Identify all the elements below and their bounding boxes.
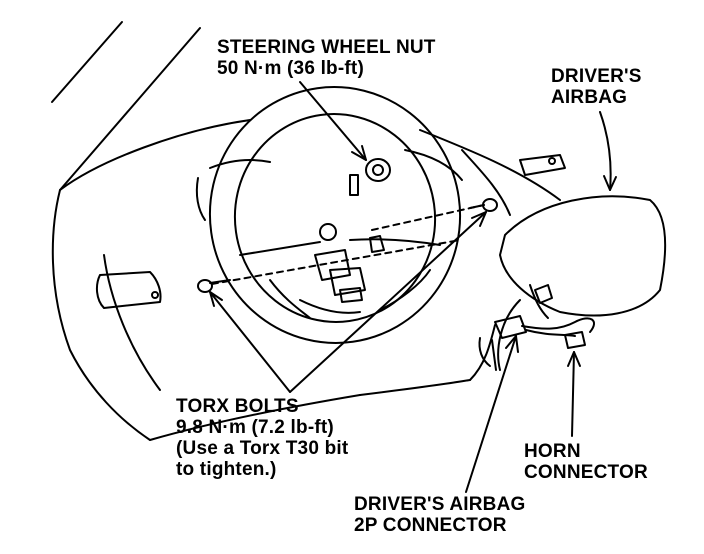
steering-wheel-nut-title: STEERING WHEEL NUT bbox=[217, 37, 436, 58]
drivers-airbag-line1: DRIVER'S bbox=[551, 66, 642, 87]
horn-connector-line1: HORN bbox=[524, 441, 581, 462]
label-airbag-2p-connector: DRIVER'S AIRBAG 2P CONNECTOR bbox=[354, 494, 526, 536]
leader-torx-bolts bbox=[209, 211, 487, 393]
steering-wheel bbox=[208, 86, 462, 344]
steering-wheel-nut-torque: 50 N·m (36 lb-ft) bbox=[217, 58, 364, 79]
torx-bolts-note-2: to tighten.) bbox=[176, 459, 277, 480]
airbag-clip bbox=[519, 154, 566, 176]
leader-airbag-2p-connector bbox=[465, 335, 519, 493]
leader-steering-wheel-nut bbox=[299, 81, 367, 161]
airbag-2p-connector-line2: 2P CONNECTOR bbox=[354, 515, 507, 536]
steering-wheel-nut bbox=[365, 158, 391, 182]
drivers-airbag-module bbox=[499, 195, 667, 319]
airbag-2p-connector bbox=[478, 315, 527, 371]
airbag-wire bbox=[521, 317, 595, 337]
label-torx-bolts: TORX BOLTS 9.8 N·m (7.2 lb-ft) (Use a To… bbox=[176, 396, 348, 480]
torx-bolts-note-1: (Use a Torx T30 bit bbox=[176, 438, 349, 459]
installation-dashed-lines bbox=[211, 204, 485, 285]
airbag-2p-connector-line1: DRIVER'S AIRBAG bbox=[354, 494, 526, 515]
horn-connector bbox=[564, 331, 586, 349]
steering-hub bbox=[314, 174, 385, 303]
left-trim-panel bbox=[95, 271, 162, 309]
leader-drivers-airbag bbox=[599, 111, 617, 191]
dashboard-outline bbox=[51, 119, 561, 441]
leader-horn-connector bbox=[567, 351, 581, 437]
label-steering-wheel-nut: STEERING WHEEL NUT 50 N·m (36 lb-ft) bbox=[217, 37, 436, 79]
torx-bolts-title: TORX BOLTS bbox=[176, 396, 299, 417]
label-horn-connector: HORN CONNECTOR bbox=[524, 441, 648, 483]
windshield-lines bbox=[51, 21, 201, 191]
torx-bolts-torque: 9.8 N·m (7.2 lb-ft) bbox=[176, 417, 334, 438]
drivers-airbag-line2: AIRBAG bbox=[551, 87, 628, 108]
label-drivers-airbag: DRIVER'S AIRBAG bbox=[551, 66, 642, 108]
horn-connector-line2: CONNECTOR bbox=[524, 462, 648, 483]
